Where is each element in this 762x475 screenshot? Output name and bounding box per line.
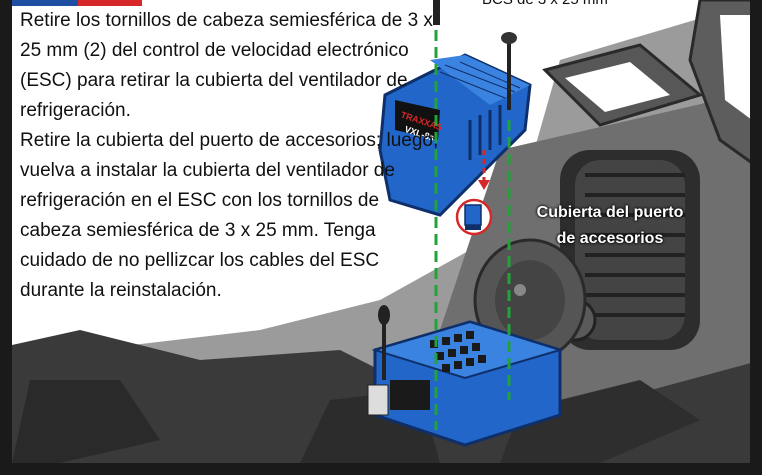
flag-stripe-red (78, 0, 142, 6)
accessory-port-cover (455, 198, 493, 236)
instruction-text: Retire los tornillos de cabeza semiesfér… (20, 6, 440, 306)
screw-right (501, 32, 517, 110)
fan-cover: TRAXXAS VXL-8s (378, 53, 532, 217)
instruction-paragraph-1: Retire los tornillos de cabeza semiesfér… (20, 10, 433, 121)
removal-arrow (478, 150, 490, 190)
frame-border-left (0, 0, 12, 475)
callout-line-1: Cubierta del puerto (536, 204, 684, 221)
antenna (378, 305, 390, 380)
instruction-paragraph-2: Retire la cubierta del puerto de accesor… (20, 130, 439, 301)
callout-line-2: de accesorios (556, 230, 664, 247)
frame-border-bottom (0, 463, 762, 475)
esc-unit (367, 320, 564, 447)
chassis-handle (542, 0, 762, 172)
screw-label: BCS de 3 x 25 mm (482, 0, 608, 8)
alignment-guides (434, 30, 511, 430)
frame-border-right (750, 0, 762, 475)
gear-housing (473, 238, 587, 362)
screw-left (433, 0, 440, 25)
flag-stripe-blue (12, 0, 78, 6)
accessory-port-callout: Cubierta del puerto de accesorios (500, 200, 720, 252)
